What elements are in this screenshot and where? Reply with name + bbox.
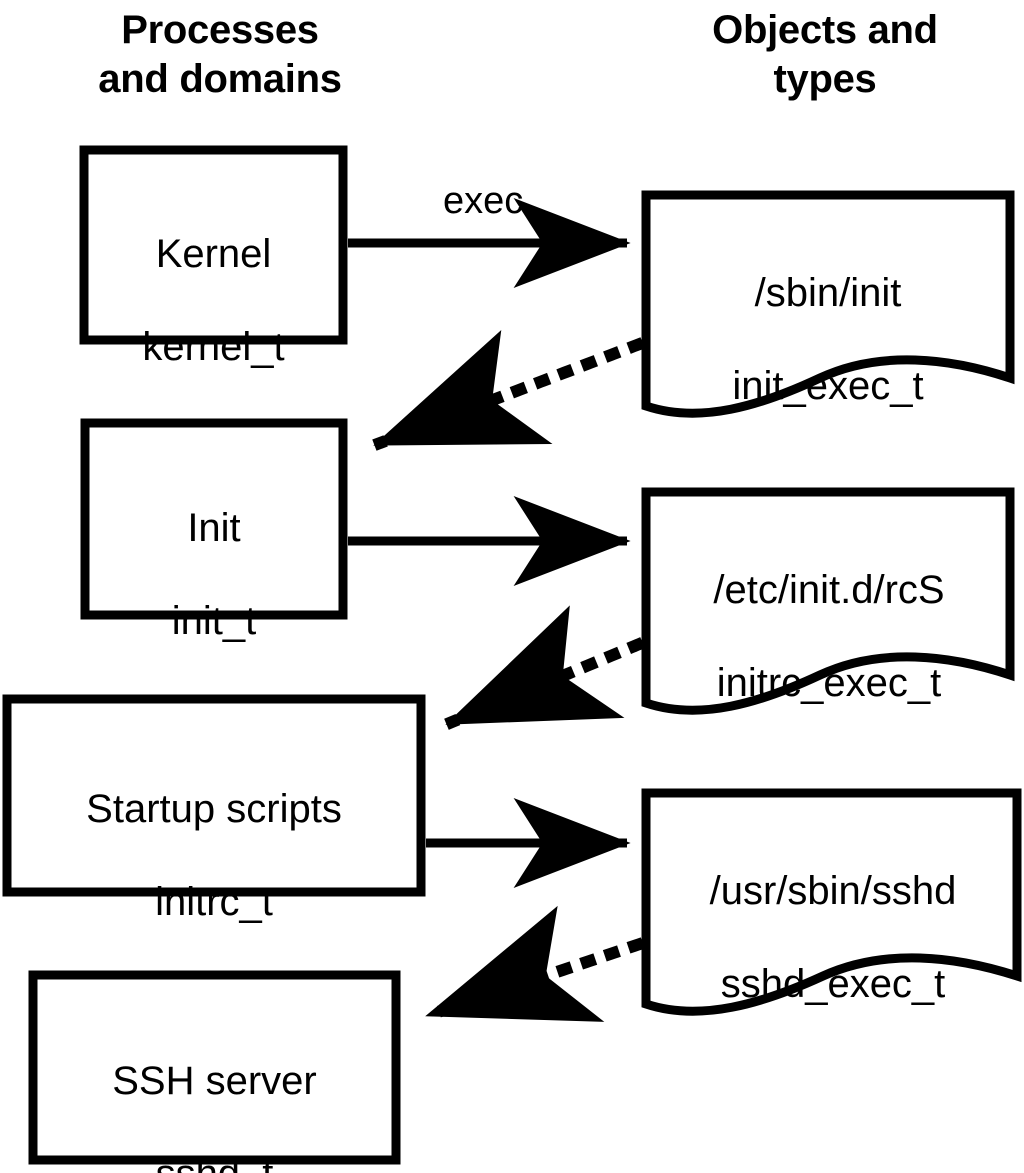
edge-label-exec: exec xyxy=(443,180,524,222)
process-node-sshd[interactable] xyxy=(28,970,401,1165)
object-node-init-exec[interactable] xyxy=(641,190,1015,418)
process-node-init[interactable] xyxy=(80,418,348,620)
object-node-sshd-exec[interactable] xyxy=(641,788,1022,1016)
process-node-initrc[interactable] xyxy=(2,694,426,897)
process-node-kernel[interactable] xyxy=(79,145,348,345)
edge-sshd-exec-to-sshd xyxy=(424,905,645,1022)
object-node-initrc-exec[interactable] xyxy=(641,487,1015,715)
edge-initrc-exec-to-initrc xyxy=(444,605,645,730)
column-header-processes: Processes and domains xyxy=(98,8,342,101)
column-header-objects: Objects and types xyxy=(712,8,938,101)
edge-init-exec-to-init xyxy=(372,329,645,451)
